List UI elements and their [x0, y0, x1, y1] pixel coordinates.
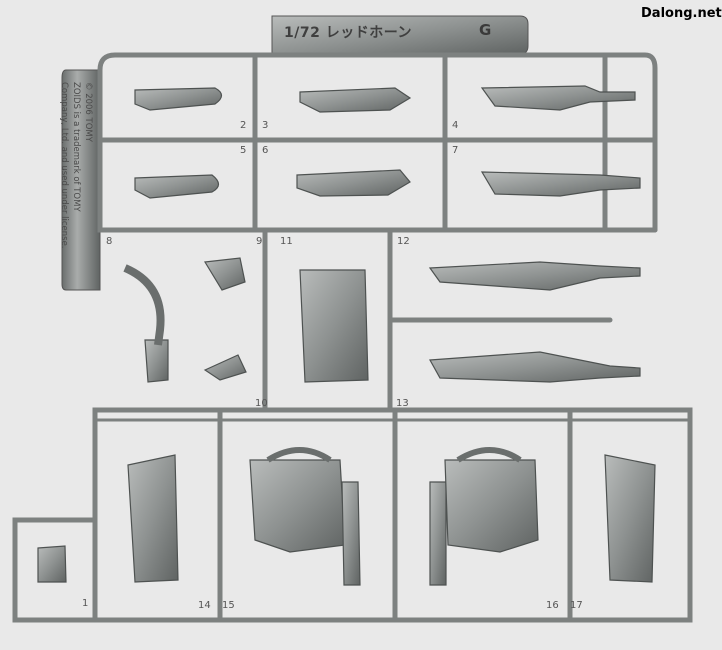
part-number: 6 — [262, 145, 269, 156]
part-number: 7 — [452, 145, 459, 156]
part-number: 9 — [256, 236, 263, 247]
runner-tag-title: 1/72 レッドホーン — [284, 25, 413, 41]
part-number: 8 — [106, 236, 113, 247]
part-number: 5 — [240, 145, 247, 156]
watermark: Dalong.net — [641, 6, 722, 21]
part-number: 13 — [396, 398, 409, 409]
runner-frame — [12, 52, 693, 623]
part-number: 15 — [222, 600, 235, 611]
part-number: 11 — [280, 236, 293, 247]
license-line: Company, Ltd. and used under license. — [59, 82, 69, 249]
part-number: 3 — [262, 120, 269, 131]
part-number: 17 — [570, 600, 583, 611]
part-number: 2 — [240, 120, 247, 131]
hose-part — [123, 264, 165, 346]
part-number: 4 — [452, 120, 459, 131]
part-number: 16 — [546, 600, 559, 611]
part-number: 14 — [198, 600, 211, 611]
weapon-parts — [37, 85, 656, 586]
copyright-line: © 2006 TOMY — [83, 82, 93, 142]
part-number: 10 — [255, 398, 268, 409]
part-number: 1 — [82, 598, 89, 609]
hose-part — [456, 447, 522, 463]
hose-part — [266, 447, 332, 463]
trademark-line: ZOIDS is a trademark of TOMY — [71, 82, 81, 212]
copyright-tab — [61, 69, 101, 291]
runner-tag-letter: G — [479, 21, 492, 39]
part-number: 12 — [397, 236, 410, 247]
